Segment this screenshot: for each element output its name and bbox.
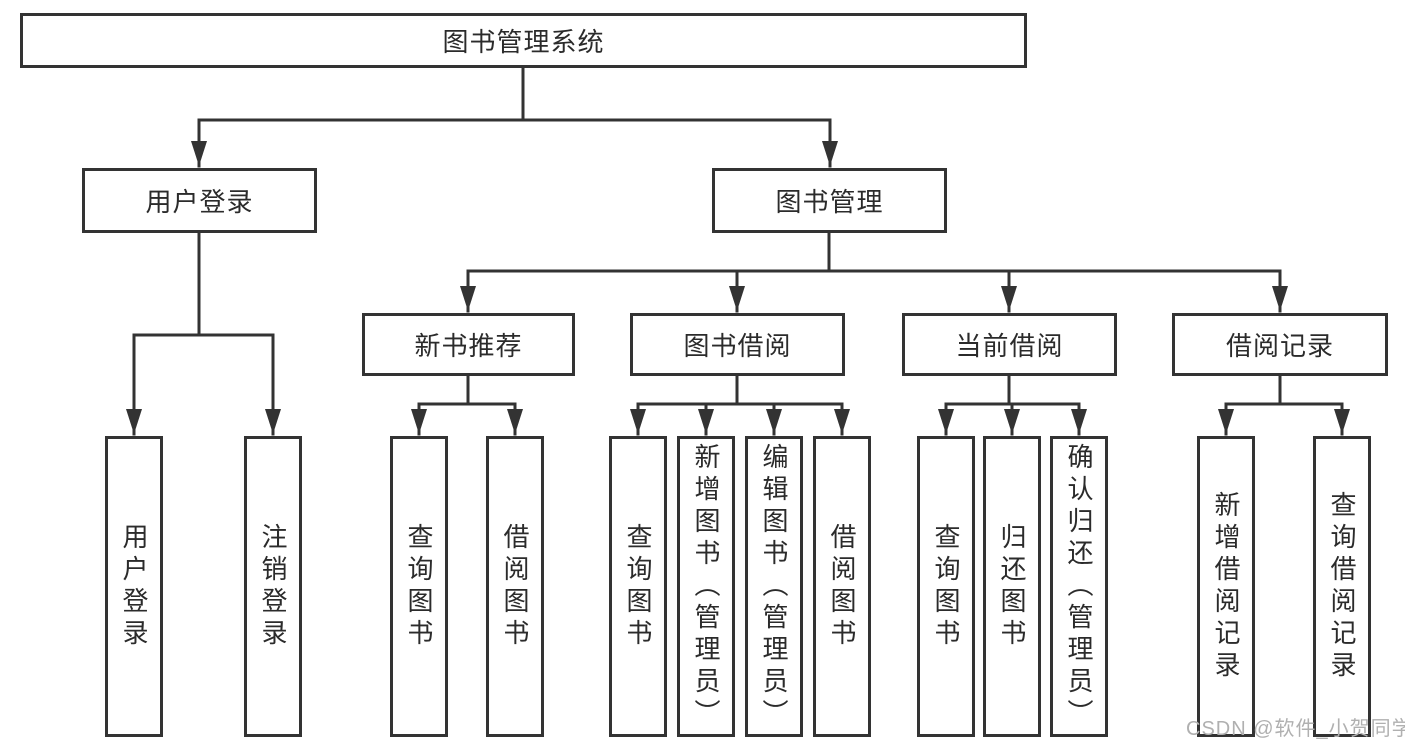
node-book-borrowing: 图书借阅 (630, 313, 845, 376)
node-book-management: 图书管理 (712, 168, 947, 233)
leaf-query-books-current: 查询图书 (917, 436, 975, 737)
leaf-logout-login: 注销登录 (244, 436, 302, 737)
connector-current-leaves (944, 374, 1081, 406)
leaf-label: 查询图书 (623, 522, 653, 651)
leaf-confirm-return-admin: 确认归还（管理员） (1050, 436, 1108, 737)
leaf-label: 注销登录 (258, 522, 288, 651)
node-library-management-system: 图书管理系统 (20, 13, 1027, 68)
node-label: 借阅记录 (1225, 331, 1334, 361)
node-borrowing-records: 借阅记录 (1172, 313, 1388, 376)
node-new-book-recommend: 新书推荐 (362, 313, 575, 376)
leaf-label: 确认归还（管理员） (1064, 442, 1094, 731)
leaf-label: 归还图书 (997, 522, 1027, 651)
leaf-add-borrow-record: 新增借阅记录 (1197, 436, 1255, 737)
connector-login-leaves (132, 231, 275, 337)
leaf-add-book-admin: 新增图书（管理员） (677, 436, 735, 737)
connector-root-l2 (197, 66, 832, 122)
leaf-borrow-books-recommend: 借阅图书 (486, 436, 544, 737)
node-label: 图书管理 (775, 187, 884, 217)
leaf-query-borrow-record: 查询借阅记录 (1313, 436, 1371, 737)
leaf-label: 查询图书 (404, 522, 434, 651)
node-label: 当前借阅 (955, 331, 1064, 361)
leaf-label: 新增图书（管理员） (691, 442, 721, 731)
node-label: 用户登录 (145, 187, 254, 217)
leaf-label: 编辑图书（管理员） (759, 442, 789, 731)
csdn-watermark: CSDN @软件_小贺同学 (1186, 718, 1405, 740)
leaf-label: 用户登录 (119, 522, 149, 651)
connector-recommend-leaves (417, 374, 517, 406)
leaf-edit-book-admin: 编辑图书（管理员） (745, 436, 803, 737)
connector-records-leaves (1224, 373, 1344, 406)
leaf-label: 新增借阅记录 (1211, 490, 1241, 683)
node-current-borrowing: 当前借阅 (902, 313, 1117, 376)
leaf-query-books-borrowing: 查询图书 (609, 436, 667, 737)
connector-borrowing-leaves (636, 374, 844, 406)
leaf-borrow-books-borrowing: 借阅图书 (813, 436, 871, 737)
leaf-user-login: 用户登录 (105, 436, 163, 737)
leaf-query-books-recommend: 查询图书 (390, 436, 448, 737)
leaf-label: 查询图书 (931, 522, 961, 651)
node-label: 图书管理系统 (442, 27, 605, 57)
node-user-login: 用户登录 (82, 168, 317, 233)
leaf-label: 查询借阅记录 (1327, 490, 1357, 683)
connector-mgmt-l3 (466, 231, 1282, 273)
leaf-return-books: 归还图书 (983, 436, 1041, 737)
node-label: 图书借阅 (683, 331, 792, 361)
leaf-label: 借阅图书 (500, 522, 530, 651)
node-label: 新书推荐 (414, 331, 523, 361)
leaf-label: 借阅图书 (827, 522, 857, 651)
